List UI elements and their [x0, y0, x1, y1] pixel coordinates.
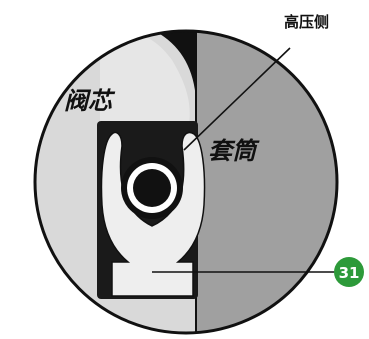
- inner-light-curve: [60, 31, 190, 130]
- top-dark-band: [152, 31, 196, 100]
- high-pressure-side-label: 高压侧: [284, 13, 329, 31]
- callout-badge: [334, 257, 364, 287]
- ring-inner: [133, 169, 171, 207]
- high-pressure-leader: [183, 47, 291, 151]
- sleeve-label: 套筒: [208, 137, 260, 165]
- sleeve-region: [196, 31, 337, 333]
- circle-outline: [33, 29, 339, 335]
- callout-number: 31: [339, 264, 360, 282]
- valve-core-label: 阀芯: [64, 87, 116, 115]
